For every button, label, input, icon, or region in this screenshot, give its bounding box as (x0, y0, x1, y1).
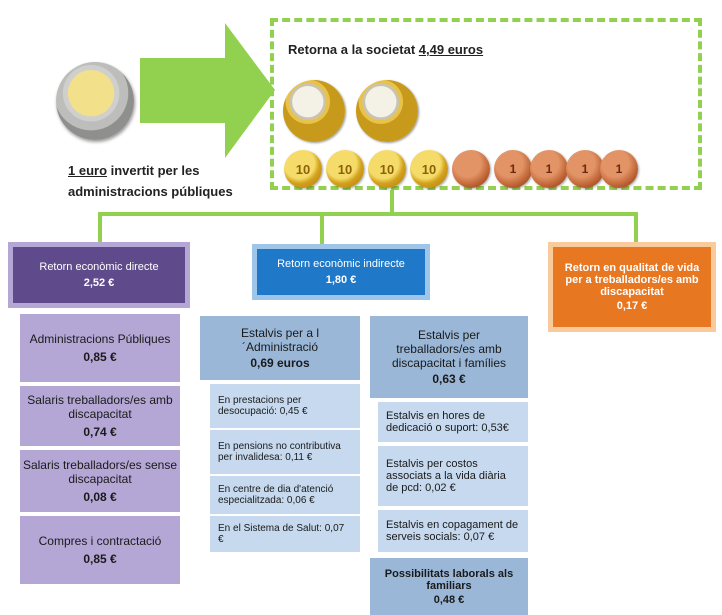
one-euro-coin-icon (56, 62, 134, 140)
admin-savings-item: En centre de dia d'atenció especialitzad… (210, 476, 360, 514)
invested-caption: 1 euro invertit per les administracions … (68, 160, 258, 202)
invested-amount: 1 euro (68, 163, 108, 178)
one-cent-coin-icon: 1 (494, 150, 532, 188)
direct-return-header: Retorn econòmic directe 2,52 € (8, 242, 190, 308)
return-prefix: Retorna a la societat (288, 42, 419, 57)
copper-coin-icon (452, 150, 490, 188)
one-cent-coin-icon: 1 (530, 150, 568, 188)
two-euro-coin-icon (356, 80, 418, 142)
invested-rest: invertit per les (107, 163, 200, 178)
connector-line (390, 190, 394, 214)
connector-line (98, 212, 102, 246)
direct-return-title: Retorn econòmic directe (39, 261, 159, 273)
return-amount: 4,49 euros (418, 42, 484, 57)
one-cent-coin-icon: 1 (566, 150, 604, 188)
ten-cent-coin-icon: 10 (410, 150, 448, 188)
direct-return-value: 2,52 € (83, 277, 115, 289)
indirect-return-value: 1,80 € (325, 274, 357, 286)
connector-line (98, 212, 636, 216)
direct-item: Salaris treballadors/es amb discapacitat… (20, 386, 180, 446)
admin-savings-item: En prestacions per desocupació: 0,45 € (210, 384, 360, 428)
ten-cent-coin-icon: 10 (326, 150, 364, 188)
quality-return: Retorn en qualitat de vida per a treball… (548, 242, 716, 332)
family-savings: Estalvis per treballadors/es amb discapa… (370, 316, 528, 398)
family-savings-item: Estalvis en hores de dedicació o suport:… (378, 402, 528, 442)
quality-return-title: Retorn en qualitat de vida per a treball… (564, 262, 700, 298)
invested-line2: administracions públiques (68, 184, 233, 199)
ten-cent-coin-icon: 10 (368, 150, 406, 188)
admin-savings-item: En pensions no contributiva per invalide… (210, 430, 360, 474)
direct-item: Salaris treballadors/es sense discapacit… (20, 450, 180, 512)
quality-return-value: 0,17 € (616, 300, 648, 312)
connector-line (320, 212, 324, 246)
family-savings-item: Estalvis per costos associats a la vida … (378, 446, 528, 506)
two-euro-coin-icon (283, 80, 345, 142)
return-box (270, 18, 702, 190)
arrow-right-icon (140, 23, 275, 158)
one-cent-coin-icon: 1 (600, 150, 638, 188)
ten-cent-coin-icon: 10 (284, 150, 322, 188)
indirect-return-title: Retorn econòmic indirecte (277, 258, 405, 270)
family-savings-item: Estalvis en copagament de serveis social… (378, 510, 528, 552)
admin-savings-item: En el Sistema de Salut: 0,07 € (210, 516, 360, 552)
indirect-return-header: Retorn econòmic indirecte 1,80 € (252, 244, 430, 300)
return-caption: Retorna a la societat 4,49 euros (288, 42, 483, 57)
connector-line (634, 212, 638, 246)
